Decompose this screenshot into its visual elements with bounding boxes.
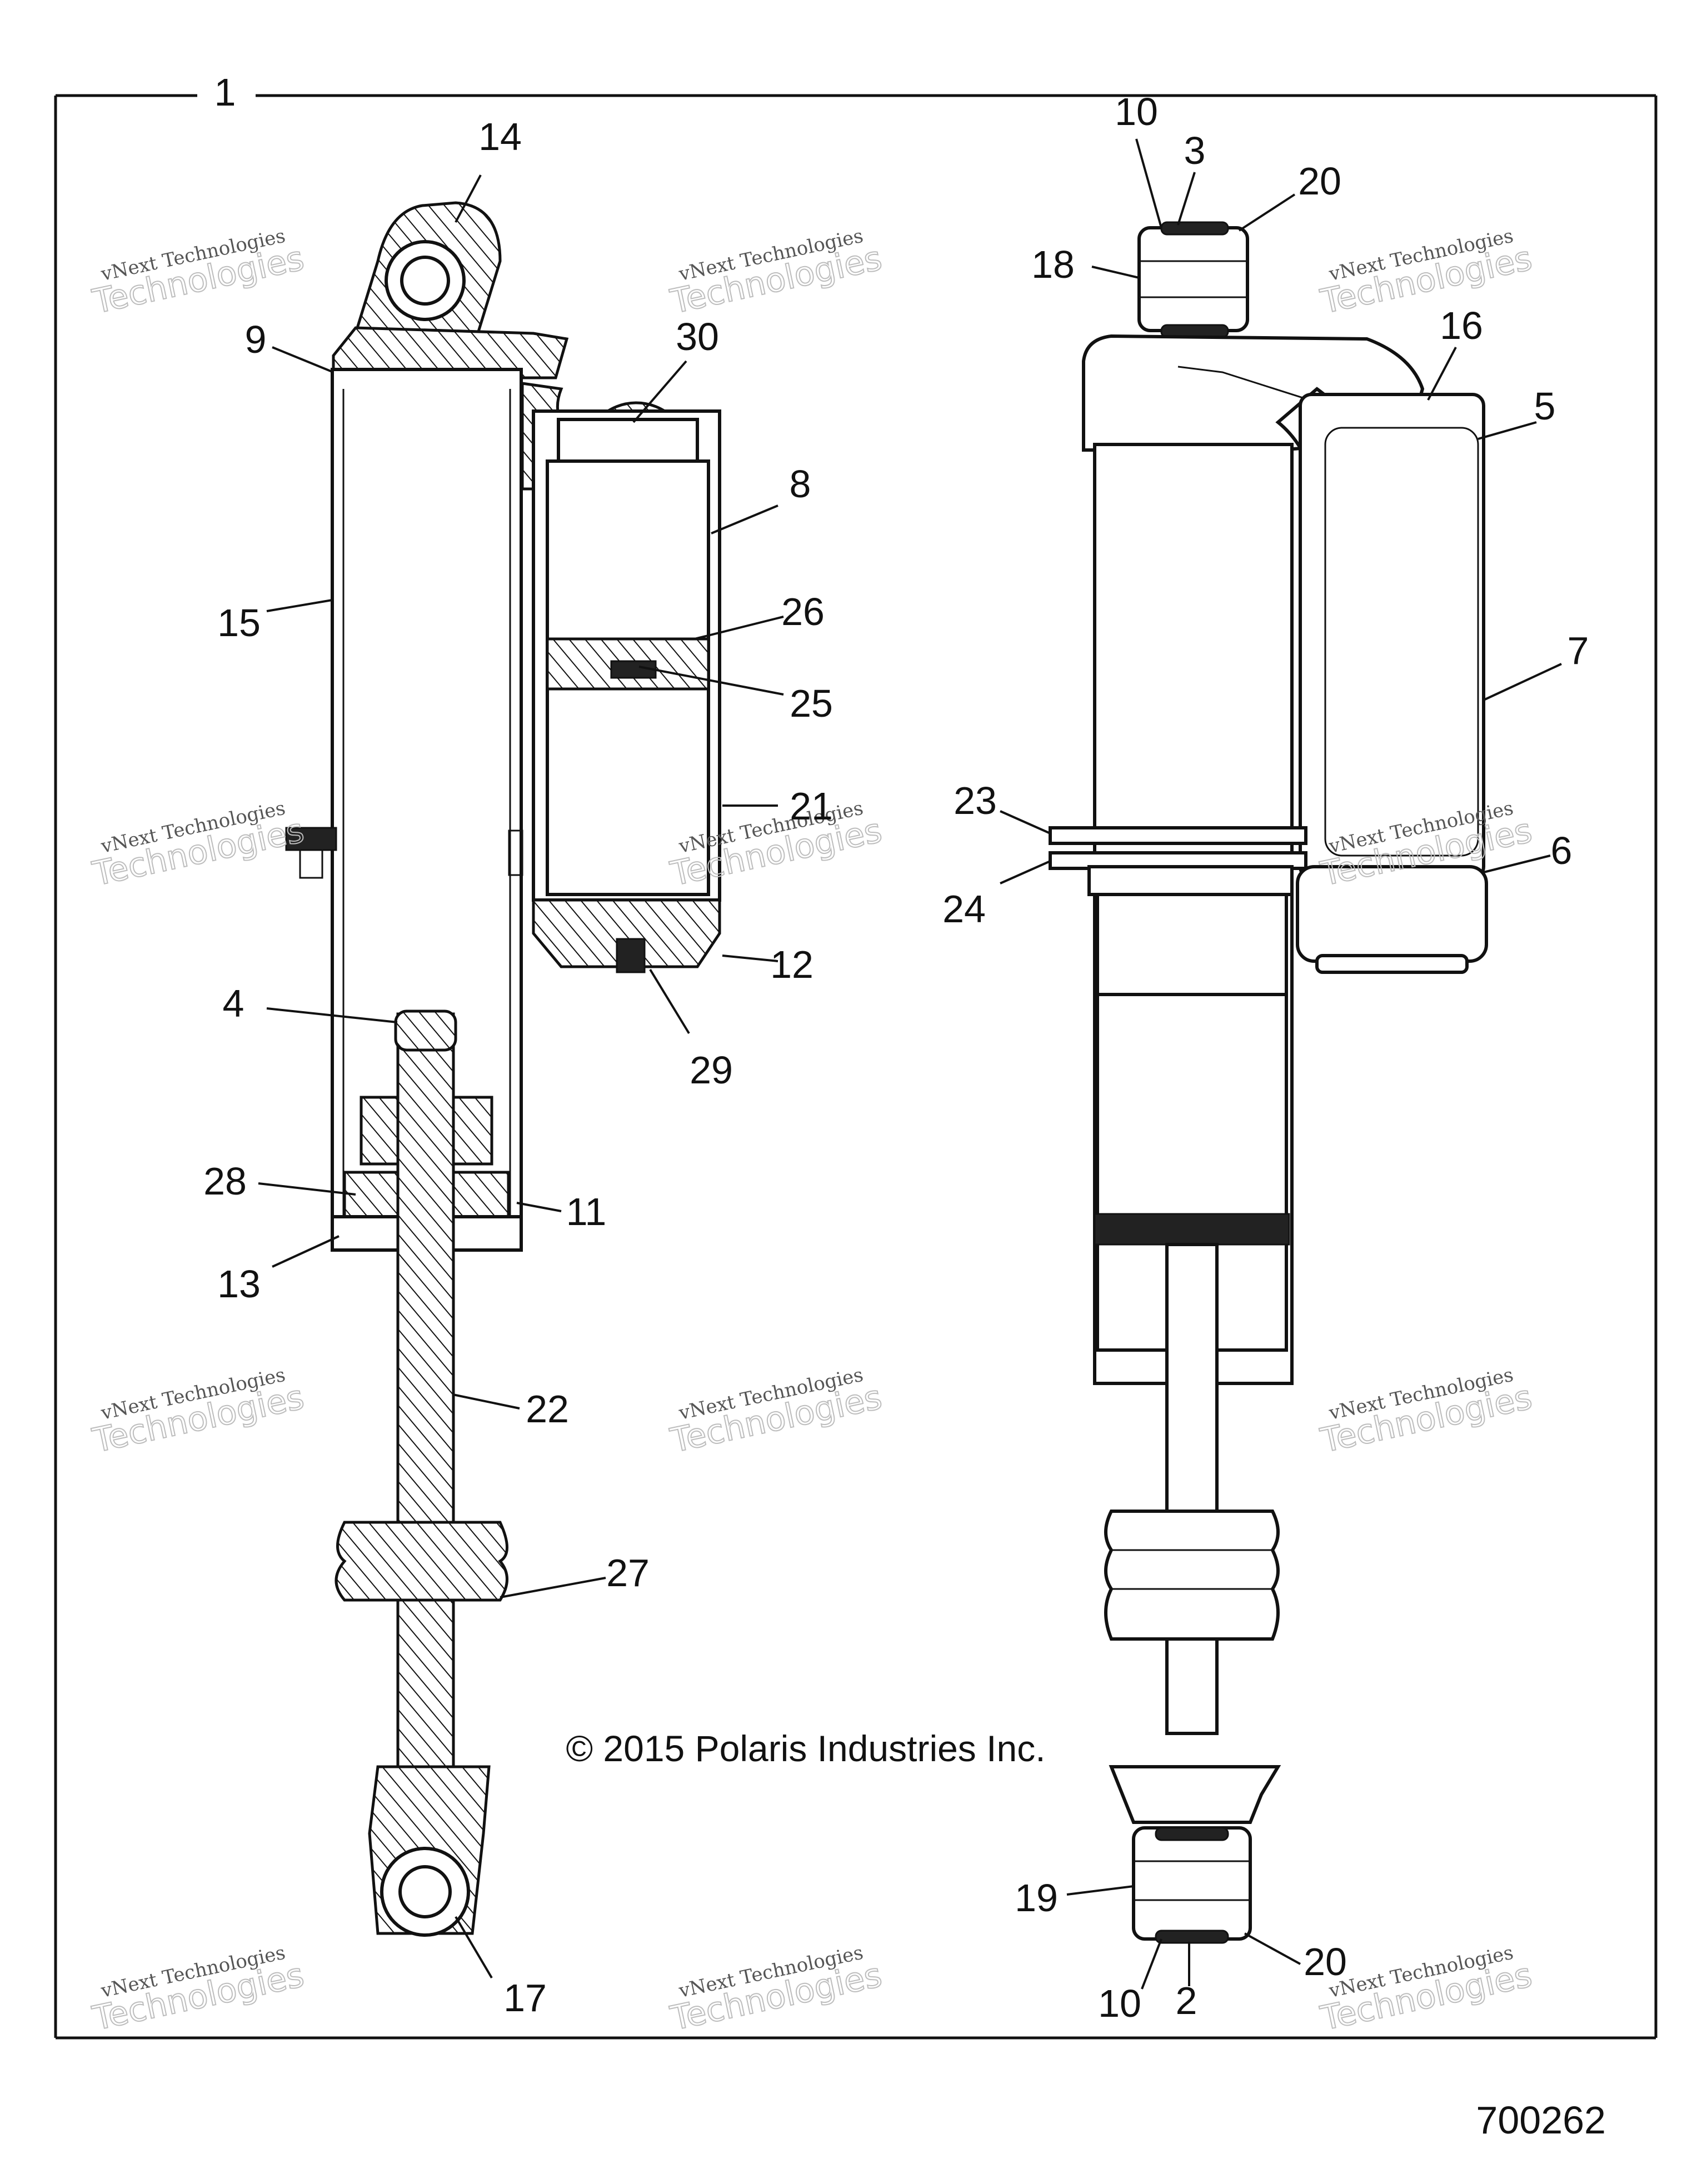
callout-18: 18 [1031, 243, 1075, 286]
callout-3: 3 [1184, 129, 1206, 172]
callout-labels: 1 14 9 30 8 15 26 25 21 12 29 4 28 11 13… [203, 71, 1589, 2025]
bump-stop-exterior [1104, 1510, 1280, 1641]
callout-22: 22 [526, 1387, 569, 1431]
shaft [396, 1012, 455, 1860]
leader-lines [258, 138, 1562, 1990]
callout-11: 11 [566, 1190, 607, 1233]
bump-stop [335, 1521, 508, 1602]
copyright-notice: © 2015 Polaris Industries Inc. [566, 1728, 1045, 1769]
diagram-frame [54, 94, 1658, 2040]
callout-5: 5 [1534, 384, 1556, 428]
callout-2: 2 [1176, 1979, 1197, 2022]
callout-12: 12 [770, 943, 813, 986]
callout-7: 7 [1568, 629, 1589, 672]
figure-number: 700262 [1476, 2098, 1606, 2142]
lower-eye-exterior [1109, 1765, 1281, 1824]
callout-27: 27 [606, 1551, 650, 1595]
shaft-nut [394, 1009, 457, 1052]
callout-26: 26 [781, 590, 825, 633]
callout-24: 24 [942, 887, 986, 931]
callout-1: 1 [214, 71, 236, 114]
reservoir-end-cap [532, 898, 721, 968]
callout-10-top: 10 [1115, 90, 1158, 133]
callout-19: 19 [1015, 1876, 1058, 1920]
callout-6: 6 [1551, 829, 1573, 872]
callout-25: 25 [790, 682, 833, 725]
preload-collar-upper [1049, 826, 1307, 845]
callout-20-bottom: 20 [1304, 1940, 1347, 1983]
callout-8: 8 [790, 462, 811, 506]
callout-15: 15 [217, 601, 261, 644]
exterior-view-shock [1049, 221, 1488, 1944]
callout-16: 16 [1440, 304, 1483, 347]
reservoir [1299, 393, 1485, 879]
callout-29: 29 [690, 1048, 733, 1092]
threaded-collar [1094, 1213, 1290, 1246]
section-view-shock [285, 201, 721, 1937]
callout-28: 28 [203, 1160, 247, 1203]
callout-20-top: 20 [1298, 159, 1341, 203]
callout-17: 17 [503, 1976, 547, 2020]
callout-10-bottom: 10 [1098, 1982, 1141, 2025]
lower-bushing [1132, 1826, 1252, 1941]
callout-21: 21 [790, 784, 833, 828]
callout-13: 13 [217, 1262, 261, 1306]
callout-9: 9 [245, 318, 267, 361]
callout-23: 23 [954, 779, 997, 822]
callout-14: 14 [478, 115, 522, 158]
callout-30: 30 [676, 315, 719, 358]
callout-4: 4 [223, 982, 244, 1025]
shaft-exterior [1165, 1243, 1219, 1524]
top-bushing [1137, 226, 1249, 332]
